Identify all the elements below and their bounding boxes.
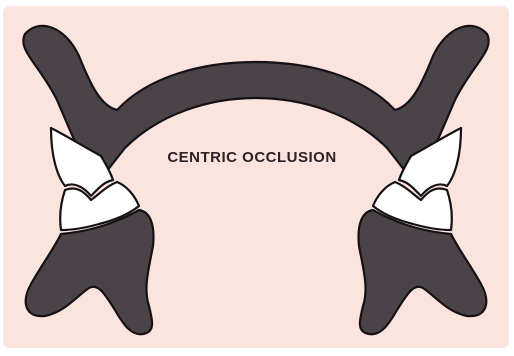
lower-left-jaw (26, 210, 154, 334)
diagram-card: CENTRIC OCCLUSION (3, 6, 509, 348)
occlusion-illustration: CENTRIC OCCLUSION (3, 6, 509, 348)
lower-right-jaw (359, 210, 487, 334)
diagram-title: CENTRIC OCCLUSION (167, 149, 336, 166)
